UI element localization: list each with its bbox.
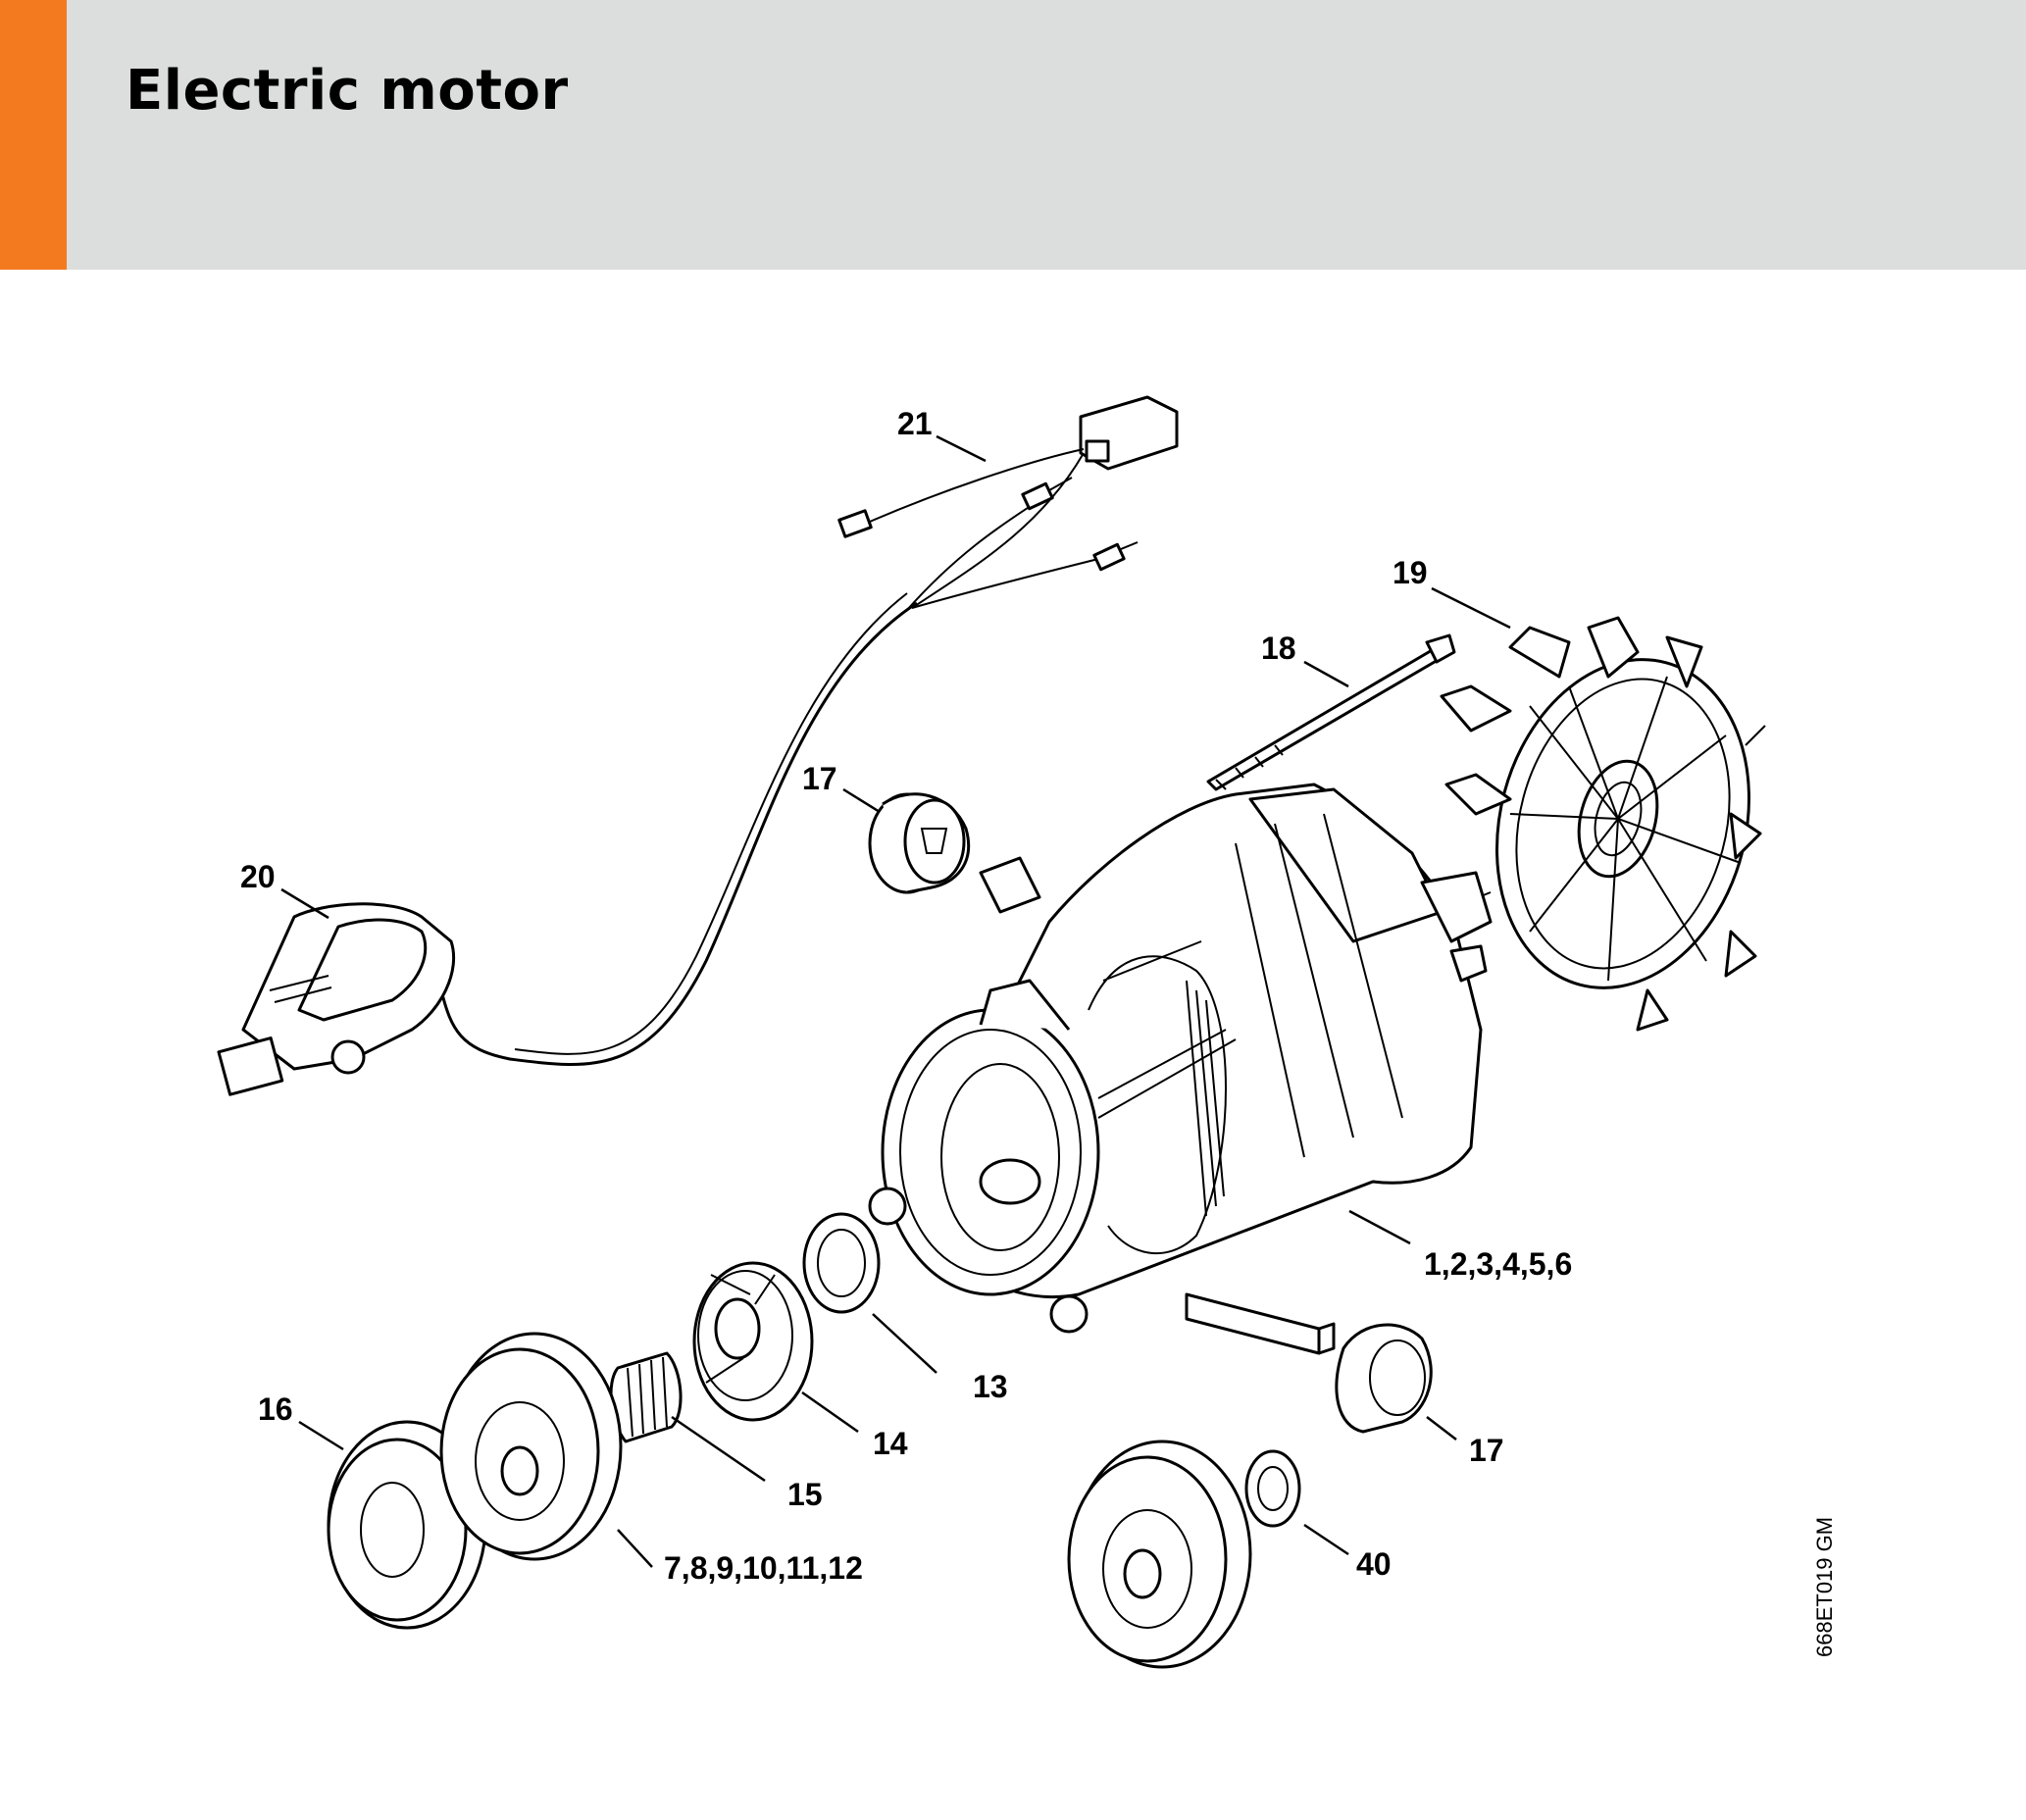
part-16-washer [327, 1420, 487, 1630]
part-14-ball-bearing [692, 1261, 814, 1422]
part-7-12-pulley [439, 1332, 623, 1561]
callout-20: 20 [240, 859, 276, 894]
part-1-6-motor-housing [868, 783, 1493, 1355]
callout-40: 40 [1356, 1546, 1392, 1582]
leader-lines [280, 434, 1511, 1568]
callout-16: 16 [258, 1391, 293, 1427]
callout-1-6: 1,2,3,4,5,6 [1424, 1246, 1572, 1282]
callout-21: 21 [897, 406, 933, 441]
part-20-switch [217, 592, 918, 1096]
callout-18: 18 [1261, 631, 1296, 666]
part-40-washer [1244, 1449, 1301, 1528]
part-18-screw [1206, 633, 1456, 791]
callout-7-12: 7,8,9,10,11,12 [664, 1550, 863, 1586]
callout-13: 13 [973, 1369, 1008, 1404]
callout-17-upper: 17 [802, 761, 837, 796]
page-title: Electric motor [126, 59, 569, 123]
part-13-seal-ring [802, 1212, 881, 1314]
header-bar [0, 0, 2026, 270]
part-19-fan [1440, 616, 1766, 1032]
callout-17-lower: 17 [1469, 1433, 1504, 1468]
part-21-wire-harness [837, 395, 1179, 611]
part-17-lower-cap [1335, 1323, 1433, 1434]
drawing-code: 668ET019 GM [1812, 1517, 1837, 1657]
part-17-upper-cap [868, 792, 971, 894]
callout-14: 14 [873, 1426, 908, 1461]
lower-pulley [1067, 1440, 1252, 1669]
callout-19: 19 [1393, 555, 1428, 590]
callout-15: 15 [787, 1477, 823, 1512]
part-15-needle-sleeve [609, 1351, 683, 1443]
header-accent-stripe [0, 0, 67, 270]
